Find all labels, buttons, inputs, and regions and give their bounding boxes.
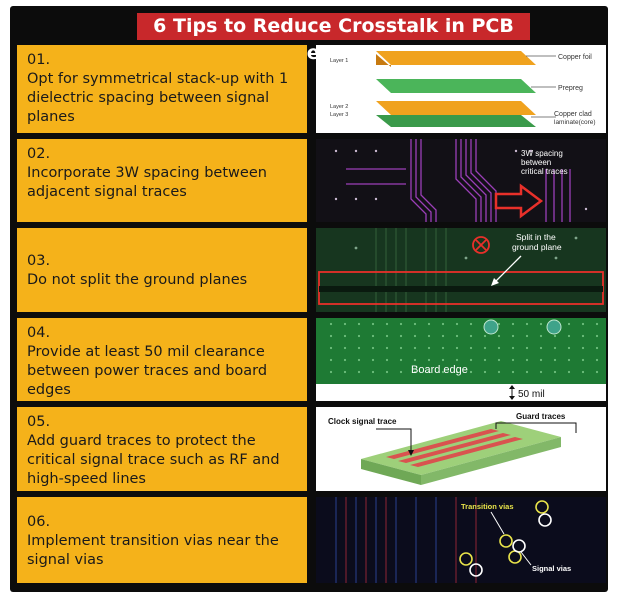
tip-text: Implement transition vias near the signa… [27, 533, 279, 568]
signal-via-icon [512, 539, 526, 553]
transition-via-icon [508, 550, 522, 564]
split-label-line2: ground plane [512, 242, 562, 252]
ground-split-illustration: Split in the ground plane [316, 228, 606, 312]
guard-trace [410, 437, 523, 467]
signal-via-icon [469, 563, 483, 577]
pointer-arrow-icon [493, 255, 522, 284]
via-icon [483, 319, 499, 335]
tip-number: 03. [27, 253, 51, 269]
board-edge-illustration: 50 mil Board edge [316, 318, 606, 401]
stackup-illustration: Layer 1 Layer 2 Layer 3 Copper foil Prep… [316, 45, 606, 133]
tip-text: Opt for symmetrical stack-up with 1 diel… [27, 71, 289, 125]
tip-text: Add guard traces to protect the critical… [27, 433, 280, 487]
spacing-label-line1: 3W spacing [521, 149, 563, 158]
spacing-label-line2: between [521, 158, 551, 167]
spacing-illustration: 3W spacing between critical traces [316, 139, 606, 222]
tip-text: Incorporate 3W spacing between adjacent … [27, 165, 267, 200]
tip-number: 04. [27, 325, 51, 341]
clearance-label: 50 mil [518, 389, 545, 400]
guard-trace [386, 429, 499, 459]
split-label-line1: Split in the [516, 232, 556, 242]
transition-via-icon [499, 534, 513, 548]
tip-text: Do not split the ground planes [27, 272, 248, 288]
tip-number: 06. [27, 514, 51, 530]
tip-card-04: 04. Provide at least 50 mil clearance be… [17, 318, 307, 401]
laminate-label: laminate(core) [554, 119, 596, 126]
clock-trace [398, 433, 511, 463]
copper-foil-label: Copper foil [558, 54, 592, 61]
vias-illustration: Transition vias Signal vias [316, 497, 606, 583]
core-laminate-layer [376, 115, 536, 127]
page-title: 6 Tips to Reduce Crosstalk in PCB Design… [137, 13, 530, 64]
tip-card-01: 01. Opt for symmetrical stack-up with 1 … [17, 45, 307, 133]
tip-card-06: 06. Implement transition vias near the s… [17, 497, 307, 583]
via-icon [546, 319, 562, 335]
guard-traces-label: Guard traces [516, 412, 566, 421]
clock-trace-label: Clock signal trace [328, 417, 397, 426]
tip-card-02: 02. Incorporate 3W spacing between adjac… [17, 139, 307, 222]
prepreg-layer [376, 79, 536, 93]
transition-via-icon [459, 552, 473, 566]
tip-number: 05. [27, 414, 51, 430]
prepreg-label: Prepreg [558, 85, 583, 92]
signal-via-icon [538, 513, 552, 527]
tip-text: Provide at least 50 mil clearance betwee… [27, 344, 268, 398]
copper-foil-layer [376, 51, 536, 65]
cross-icon [472, 236, 490, 254]
board-edge-area [316, 384, 606, 401]
tip-number: 02. [27, 146, 51, 162]
tip-card-03: 03. Do not split the ground planes [17, 228, 307, 312]
spacing-label-line3: critical traces [521, 167, 568, 176]
layer3-label: Layer 3 [330, 112, 348, 118]
arrow-right-icon [494, 183, 544, 219]
layer2-label: Layer 2 [330, 104, 348, 110]
guard-traces-illustration: Clock signal trace Guard traces [316, 407, 606, 491]
transition-vias-label: Transition vias [461, 502, 514, 511]
tip-card-05: 05. Add guard traces to protect the crit… [17, 407, 307, 491]
tip-number: 01. [27, 52, 51, 68]
signal-vias-label: Signal vias [532, 564, 571, 573]
core-copper-layer [376, 101, 536, 115]
board-edge-label: Board edge [411, 364, 468, 376]
transition-via-icon [535, 500, 549, 514]
layer1-label: Layer 1 [330, 58, 348, 64]
copper-clad-label: Copper clad [554, 111, 592, 118]
